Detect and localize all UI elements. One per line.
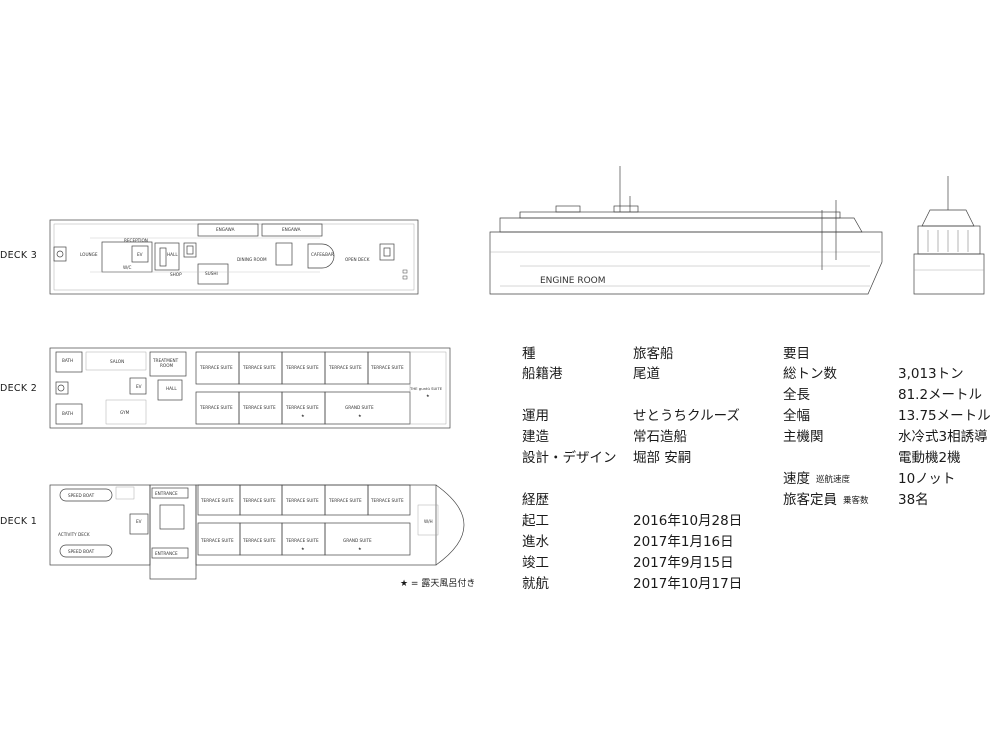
suite-guntu: THE guntû SUITE <box>409 386 443 391</box>
spec-label-1: 船籍港 <box>522 366 563 382</box>
speed-note: 巡航速度 <box>816 475 851 485</box>
specs-right-label-0: 総トン数 <box>783 366 837 382</box>
room-entrance-bottom: ENTRANCE <box>155 551 178 556</box>
suite-l2: TERRACE SUITE <box>242 405 276 410</box>
room-activity: ACTIVITY DECK <box>58 532 90 537</box>
history-value-3: 2017年10月17日 <box>633 576 743 592</box>
star-mark-2: ★ <box>358 413 362 418</box>
star-mark-1: ★ <box>301 413 305 418</box>
deck-1-label: DECK 1 <box>0 516 38 527</box>
room-hall: HALL <box>166 386 177 391</box>
deck-3-plan: RECEPTION LOUNGE EV W/C HALL SHOP ENGAWA… <box>49 219 419 295</box>
d1-star-1: ★ <box>301 546 305 551</box>
speed-label: 速度 <box>783 471 810 487</box>
d1-suite-u5: TERRACE SUITE <box>370 498 404 503</box>
deck-2-label: DECK 2 <box>0 383 38 394</box>
specs-right-value-4: 電動機2機 <box>898 450 961 466</box>
specs-right-label-5: 速度巡航速度 <box>783 471 851 487</box>
spec-value-0: 旅客船 <box>633 346 674 362</box>
d1-suite-grand: GRAND SUITE <box>343 538 372 543</box>
d1-suite-u1: TERRACE SUITE <box>200 498 234 503</box>
room-treatment: TREATMENT <box>152 358 179 363</box>
room-speedboat-top: SPEED BOAT <box>68 493 95 498</box>
room-hall: HALL <box>167 252 178 257</box>
spec-value-1: 尾道 <box>633 366 660 382</box>
d1-suite-l3: TERRACE SUITE <box>285 538 319 543</box>
spec-label-3: 建造 <box>522 429 549 445</box>
room-bath-bottom: BATH <box>62 411 73 416</box>
suite-l3: TERRACE SUITE <box>285 405 319 410</box>
deck-2-plan: BATH BATH SALON TREATMENT ROOM EV HALL G… <box>49 347 451 429</box>
history-label-3: 就航 <box>522 576 549 592</box>
capacity-note: 乗客数 <box>843 496 869 506</box>
spec-value-2: せとうちクルーズ <box>633 408 740 424</box>
room-salon: SALON <box>110 359 124 364</box>
specs-right-heading: 要目 <box>783 346 810 362</box>
specs-right-label-1: 全長 <box>783 387 810 403</box>
front-profile <box>913 176 985 295</box>
specs-right-value-6: 38名 <box>898 492 929 508</box>
history-label-0: 起工 <box>522 513 549 529</box>
engine-room-label: ENGINE ROOM <box>540 276 606 286</box>
spec-value-4: 堀部 安嗣 <box>633 450 692 466</box>
room-ev: EV <box>136 519 142 524</box>
history-label-1: 進水 <box>522 534 549 550</box>
room-wh: W/H <box>424 519 433 524</box>
side-profile: ENGINE ROOM <box>489 166 883 295</box>
d1-suite-u2: TERRACE SUITE <box>242 498 276 503</box>
spec-label-4: 設計・デザイン <box>522 450 617 466</box>
room-cafe: CAFE&BAR <box>311 252 334 257</box>
specs-right-value-1: 81.2メートル <box>898 387 983 403</box>
room-entrance-top: ENTRANCE <box>155 491 178 496</box>
d1-suite-u4: TERRACE SUITE <box>328 498 362 503</box>
suite-u3: TERRACE SUITE <box>285 365 319 370</box>
history-value-0: 2016年10月28日 <box>633 513 743 529</box>
room-wc: W/C <box>123 265 132 270</box>
suite-u5: TERRACE SUITE <box>370 365 404 370</box>
suite-l1: TERRACE SUITE <box>199 405 233 410</box>
legend: ★ = 露天風呂付き <box>400 579 476 589</box>
capacity-label: 旅客定員 <box>783 492 837 508</box>
room-dining: DINING ROOM <box>237 257 267 262</box>
spec-label-2: 運用 <box>522 408 549 424</box>
room-sushi: SUSHI <box>205 271 218 276</box>
room-engawa-1: ENGAWA <box>216 227 235 232</box>
history-value-1: 2017年1月16日 <box>633 534 734 550</box>
d1-suite-l2: TERRACE SUITE <box>242 538 276 543</box>
specs-right-label-2: 全幅 <box>783 408 810 424</box>
star-mark-3: ★ <box>426 393 430 398</box>
spec-label-0: 種 <box>522 346 536 362</box>
suite-u1: TERRACE SUITE <box>199 365 233 370</box>
specs-right-label-6: 旅客定員乗客数 <box>783 492 869 508</box>
deck-1-plan: SPEED BOAT SPEED BOAT ACTIVITY DECK EV E… <box>49 484 465 580</box>
history-label-2: 竣工 <box>522 555 549 571</box>
room-gym: GYM <box>120 410 130 415</box>
d1-suite-l1: TERRACE SUITE <box>200 538 234 543</box>
specs-right-value-2: 13.75メートル <box>898 408 991 424</box>
room-bath-top: BATH <box>62 358 73 363</box>
suite-u2: TERRACE SUITE <box>242 365 276 370</box>
room-ev: EV <box>137 252 143 257</box>
spec-value-3: 常石造船 <box>633 429 687 445</box>
d1-suite-u3: TERRACE SUITE <box>285 498 319 503</box>
room-reception: RECEPTION <box>124 238 148 243</box>
history-heading: 経歴 <box>522 492 549 508</box>
room-treatment-2: ROOM <box>160 363 174 368</box>
room-shop: SHOP <box>170 272 182 277</box>
deck-3-label: DECK 3 <box>0 250 38 261</box>
d1-star-2: ★ <box>358 546 362 551</box>
room-lounge: LOUNGE <box>80 252 98 257</box>
suite-u4: TERRACE SUITE <box>328 365 362 370</box>
suite-grand: GRAND SUITE <box>345 405 374 410</box>
specs-right-value-5: 10ノット <box>898 471 956 487</box>
specs-right-value-0: 3,013トン <box>898 366 964 382</box>
specs-right-label-3: 主機関 <box>783 429 824 445</box>
specs-right-value-3: 水冷式3相誘導 <box>898 429 988 445</box>
room-opendeck: OPEN DECK <box>345 257 370 262</box>
history-value-2: 2017年9月15日 <box>633 555 734 571</box>
room-ev: EV <box>136 384 142 389</box>
room-speedboat-bottom: SPEED BOAT <box>68 549 95 554</box>
room-engawa-2: ENGAWA <box>282 227 301 232</box>
